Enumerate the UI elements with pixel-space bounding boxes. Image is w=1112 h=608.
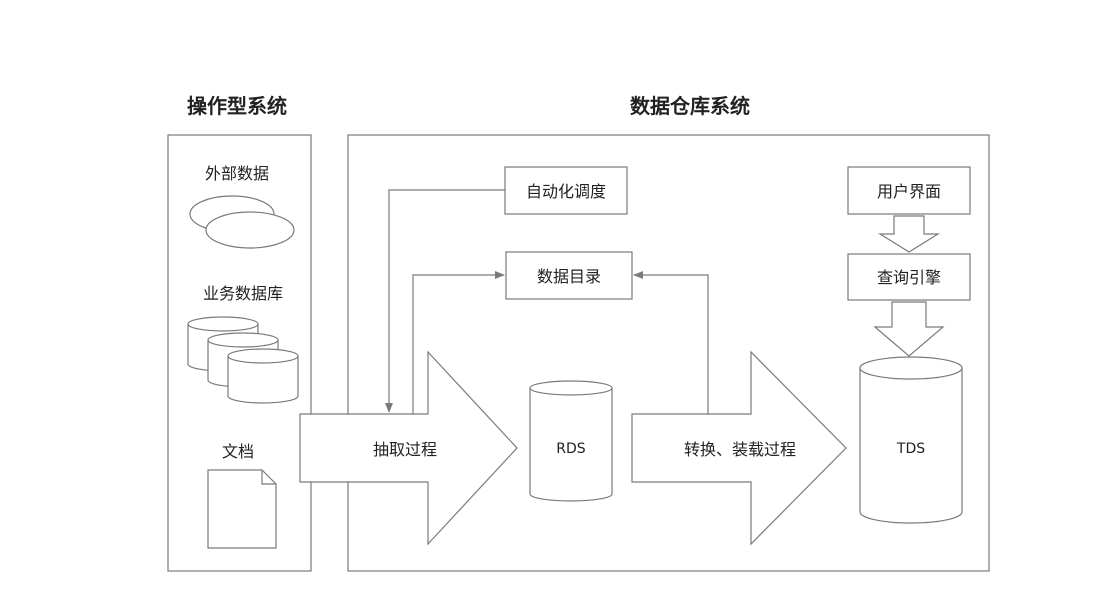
transform-to-catalog-connector: [633, 271, 709, 414]
user-interface-label: 用户界面: [877, 182, 941, 201]
query-engine-label: 查询引擎: [877, 268, 941, 287]
extract-process-label: 抽取过程: [373, 440, 437, 459]
external-data-icon: [189, 195, 295, 249]
tds-label: TDS: [896, 441, 925, 457]
ui-to-query-arrow: [877, 215, 941, 253]
scheduling-to-extract-connector: [385, 189, 505, 413]
automated-scheduling-label: 自动化调度: [526, 182, 606, 201]
operational-system-panel: [167, 134, 312, 572]
data-catalog-label: 数据目录: [537, 267, 601, 286]
extract-process-arrow: [299, 350, 518, 546]
data-warehouse-system-title: 数据仓库系统: [630, 94, 750, 118]
query-to-tds-arrow: [873, 301, 945, 357]
query-engine-box: [847, 253, 971, 301]
operational-system-title: 操作型系统: [187, 94, 287, 118]
extract-to-catalog-connector: [412, 271, 505, 414]
documents-label: 文档: [222, 442, 254, 461]
business-database-icon: [187, 316, 299, 404]
rds-label: RDS: [556, 441, 586, 457]
transform-load-arrow: [631, 350, 847, 546]
automated-scheduling-box: [504, 166, 628, 215]
transform-load-label: 转换、装载过程: [684, 440, 796, 459]
document-icon: [207, 469, 277, 549]
rds-database-cylinder: [529, 380, 613, 502]
data-warehouse-panel: [347, 134, 990, 572]
business-database-label: 业务数据库: [203, 284, 283, 303]
user-interface-box: [847, 166, 971, 215]
tds-database-cylinder: [859, 356, 963, 524]
external-data-label: 外部数据: [205, 164, 269, 183]
data-catalog-box: [505, 251, 633, 300]
